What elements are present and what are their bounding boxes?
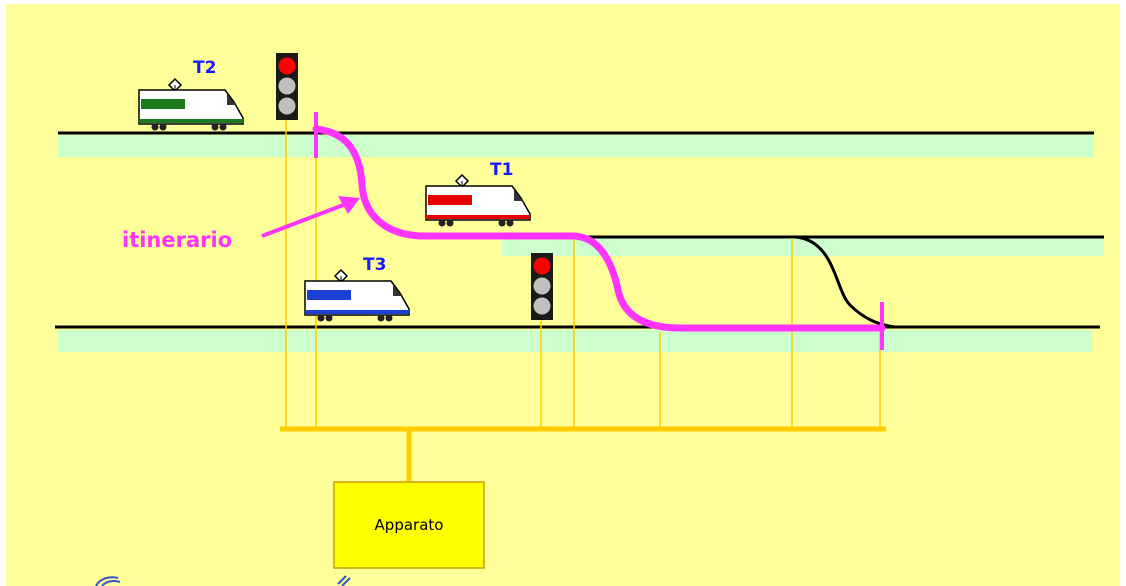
platform-track-1 — [58, 135, 1094, 157]
itinerario-label: itinerario — [122, 228, 233, 252]
apparato-box — [333, 481, 485, 569]
train-t1-icon — [425, 173, 531, 227]
train-t1-label: T1 — [490, 160, 514, 180]
logo-fragment-right — [337, 575, 351, 586]
switch-diverging-rail — [794, 235, 896, 329]
route-path — [312, 125, 886, 332]
signal-left — [276, 53, 298, 120]
logo-fragment-left — [95, 576, 121, 586]
platform-track-3 — [58, 330, 1092, 352]
itinerario-arrowhead — [338, 196, 360, 214]
platform-track-2 — [502, 238, 1104, 256]
signal-middle — [531, 253, 553, 320]
train-t2-icon — [138, 77, 244, 131]
itinerario-arrow — [261, 202, 347, 238]
train-t3-icon — [304, 268, 410, 322]
train-t3-label: T3 — [363, 255, 387, 275]
train-t2-label: T2 — [193, 58, 217, 78]
